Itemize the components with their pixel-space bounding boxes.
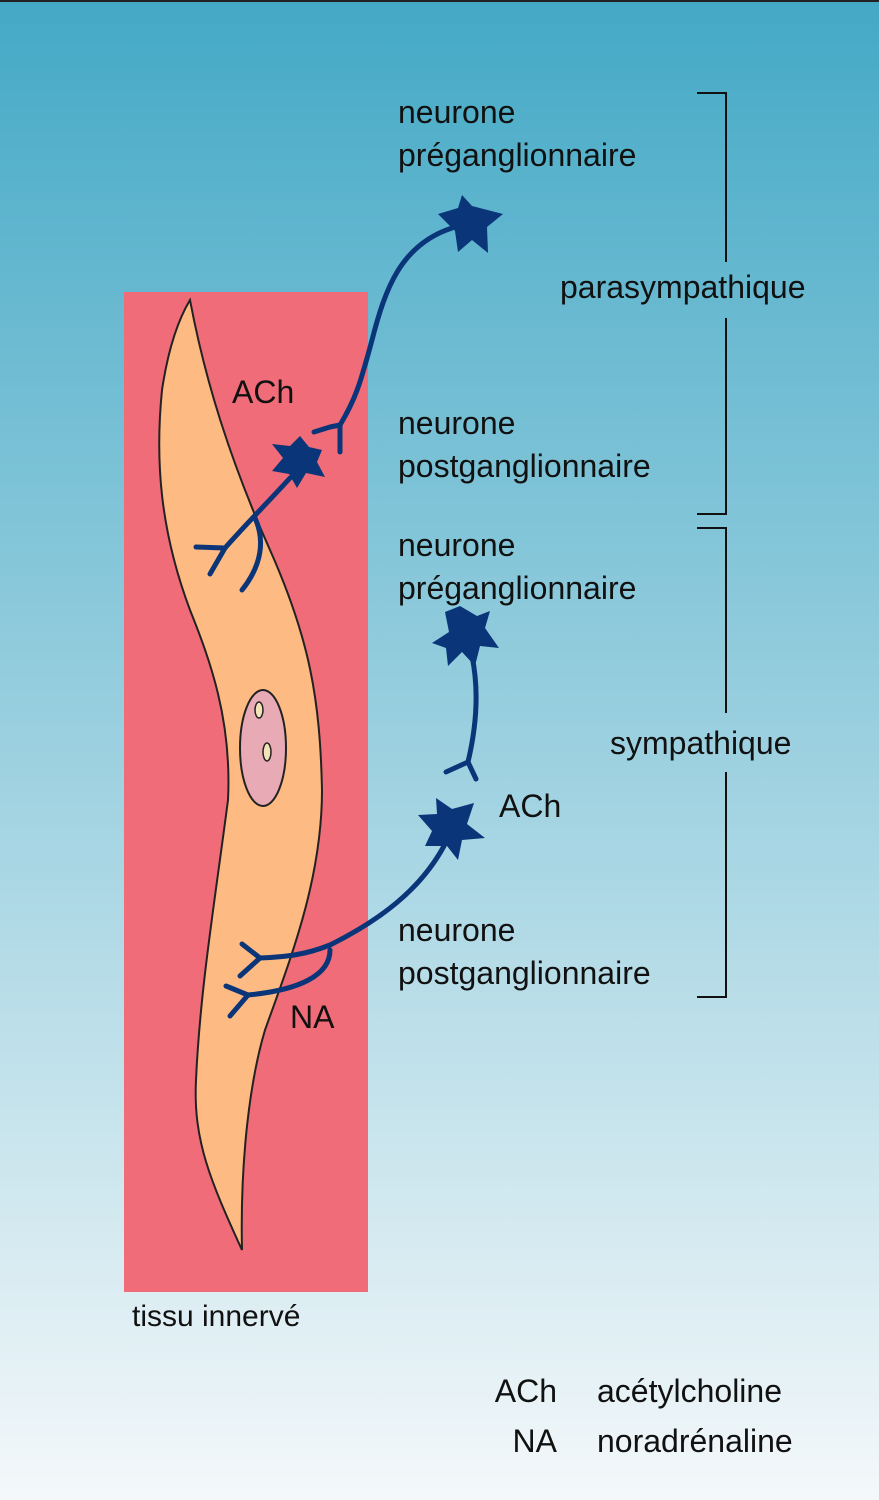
parasympathique-label: parasympathique (560, 269, 805, 305)
legend-meaning-ach: acétylcholine (597, 1373, 782, 1409)
para-postganglionic-axon (222, 475, 293, 551)
legend-abbr-ach: ACh (495, 1373, 557, 1409)
para-preganglionic-soma (438, 195, 503, 253)
para-preganglionic-axon (337, 225, 455, 428)
para-postganglionic-soma (272, 436, 325, 488)
nucleolus (262, 742, 272, 762)
sympathique-label: sympathique (610, 725, 791, 761)
legend-meaning-na: noradrénaline (597, 1423, 793, 1459)
parasympathique-bracket (697, 92, 727, 515)
na-label: NA (290, 999, 335, 1035)
symp-preganglionic-axon (465, 653, 479, 765)
symp-postganglionic-terminal-lower (223, 983, 251, 1019)
para-postganglionic-branch (239, 515, 264, 593)
para-postganglionic-label: neurone postganglionnaire (398, 405, 651, 484)
para-preganglionic-terminal (311, 422, 343, 455)
ach-label-para: ACh (232, 374, 294, 410)
para-preganglionic-label: neurone préganglionnaire (398, 94, 636, 173)
nucleolus (254, 701, 264, 719)
symp-postganglionic-branch (245, 947, 333, 998)
para-postganglionic-terminal (193, 544, 228, 577)
symp-postganglionic-terminal-upper (237, 941, 263, 979)
symp-preganglionic-label: neurone préganglionnaire (398, 527, 636, 606)
smooth-muscle-cell (158, 297, 324, 1251)
symp-preganglionic-terminal (443, 759, 479, 782)
symp-preganglionic-soma (432, 606, 499, 666)
tissue-label: tissu innervé (132, 1300, 300, 1333)
ach-label-symp: ACh (499, 788, 561, 824)
symp-postganglionic-soma (418, 798, 485, 860)
legend-abbr-na: NA (513, 1423, 558, 1459)
sympathique-bracket (697, 527, 727, 998)
symp-postganglionic-axon (257, 843, 447, 961)
symp-postganglionic-label: neurone postganglionnaire (398, 912, 651, 991)
